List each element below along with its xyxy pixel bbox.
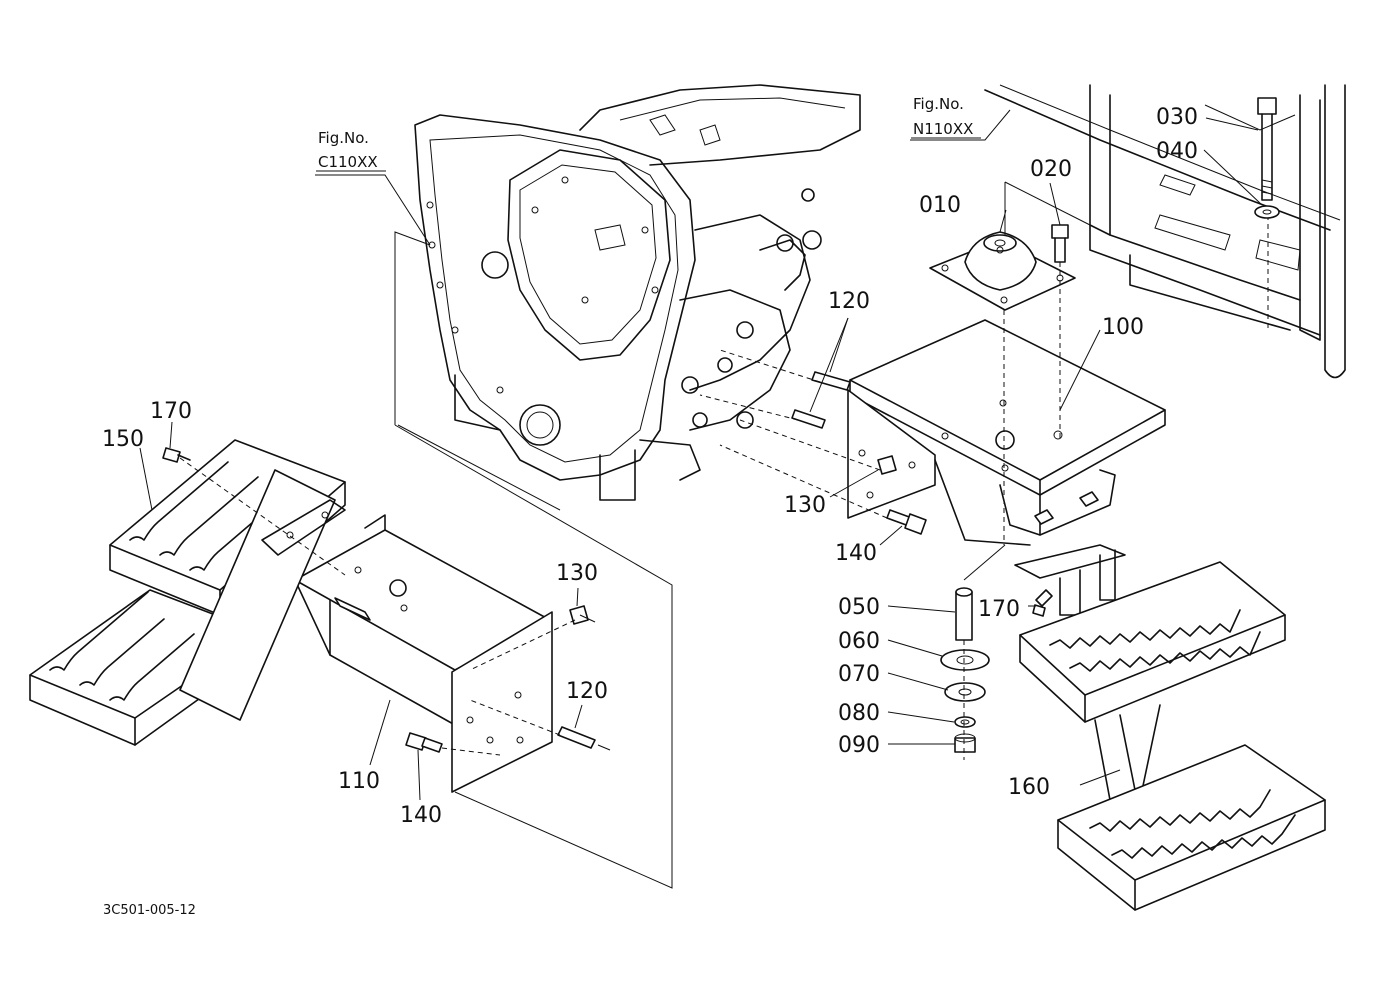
bracket-100 (847, 319, 1166, 546)
washer-040 (1254, 205, 1280, 219)
part-label-060[interactable]: 060 (838, 629, 880, 654)
stud-120-lower (557, 726, 596, 749)
part-label-090[interactable]: 090 (838, 733, 880, 758)
step-150 (29, 439, 346, 746)
part-label-120-lower[interactable]: 120 (566, 679, 608, 704)
part-label-130-lower[interactable]: 130 (556, 561, 598, 586)
spring-washer-080 (954, 716, 976, 728)
part-label-130-upper[interactable]: 130 (784, 493, 826, 518)
part-label-140-lower[interactable]: 140 (400, 803, 442, 828)
bolt-030 (1257, 97, 1277, 201)
bolt-170-right (1032, 589, 1053, 617)
part-label-070[interactable]: 070 (838, 662, 880, 687)
nut-090 (954, 733, 976, 753)
reference-fig-n-code: N110XX (913, 120, 973, 138)
bracket-110 (294, 514, 553, 793)
bolt-170-left (162, 447, 191, 463)
reference-fig-n[interactable]: Fig.No. N110XX (911, 95, 981, 139)
part-label-120-upper[interactable]: 120 (828, 289, 870, 314)
part-label-140-upper[interactable]: 140 (835, 541, 877, 566)
stud-120-upper (791, 371, 851, 429)
reference-fig-c-code: C110XX (318, 153, 378, 171)
reference-fig-n-title: Fig.No. (913, 95, 964, 113)
bolt-140-lower (405, 732, 443, 753)
step-160 (1014, 544, 1326, 911)
reference-fig-c-title: Fig.No. (318, 129, 369, 147)
part-label-080[interactable]: 080 (838, 701, 880, 726)
collar-050 (955, 587, 973, 641)
part-label-170-right[interactable]: 170 (978, 597, 1020, 622)
part-label-100[interactable]: 100 (1102, 315, 1144, 340)
part-label-160[interactable]: 160 (1008, 775, 1050, 800)
assembly-lines (179, 181, 1091, 889)
part-label-040[interactable]: 040 (1156, 139, 1198, 164)
part-label-010[interactable]: 010 (919, 193, 961, 218)
washer-070 (944, 682, 986, 702)
part-label-050[interactable]: 050 (838, 595, 880, 620)
reference-fig-c[interactable]: Fig.No. C110XX (316, 129, 386, 172)
transmission-housing (414, 84, 861, 501)
part-label-020[interactable]: 020 (1030, 157, 1072, 182)
washer-060 (940, 649, 990, 671)
nut-130-upper (877, 455, 897, 475)
part-label-150[interactable]: 150 (102, 427, 144, 452)
part-label-170-left[interactable]: 170 (150, 399, 192, 424)
part-label-110[interactable]: 110 (338, 769, 380, 794)
drawing-code: 3C501-005-12 (103, 903, 196, 918)
frame-structure (984, 84, 1346, 379)
nut-130-lower (569, 605, 589, 625)
bolt-020 (1051, 224, 1069, 263)
rubber-mount-010 (929, 231, 1076, 311)
leader-lines (139, 109, 1263, 801)
part-label-030[interactable]: 030 (1156, 105, 1198, 130)
part-labels: 010 020 030 040 100 120 130 140 050 060 … (102, 105, 1198, 828)
bolt-140-upper (886, 509, 927, 535)
